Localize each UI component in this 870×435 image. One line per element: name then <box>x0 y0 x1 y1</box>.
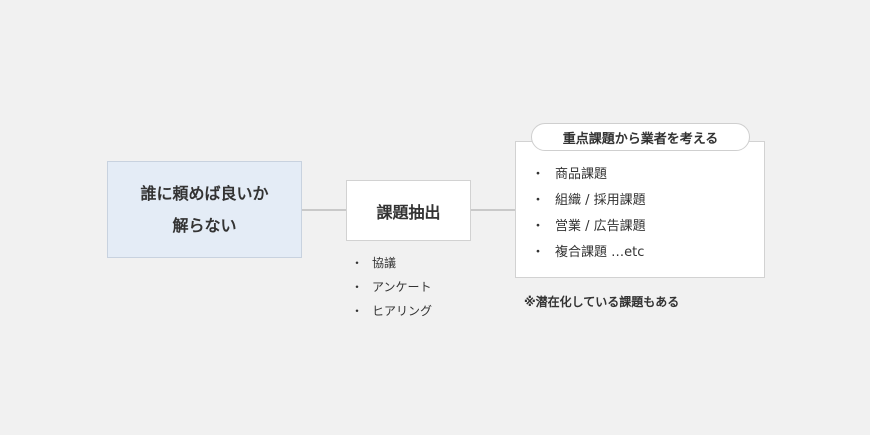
list-item: ・ アンケート <box>350 274 432 298</box>
bullet-dot: ・ <box>350 303 363 318</box>
bullet-dot: ・ <box>531 166 545 182</box>
list-item-label: 複合課題 …etc <box>555 244 645 260</box>
list-item: ・ 協議 <box>350 250 432 274</box>
question-line-2: 解らない <box>172 215 237 235</box>
bullet-dot: ・ <box>531 244 545 260</box>
connector-question-to-extract <box>302 209 346 211</box>
list-item-label: 協議 <box>372 255 397 270</box>
bullet-dot: ・ <box>531 218 545 234</box>
list-item-label: ヒアリング <box>372 303 433 318</box>
bullet-dot: ・ <box>350 279 363 294</box>
footnote: ※潜在化している課題もある <box>524 295 680 309</box>
bullet-dot: ・ <box>531 192 545 208</box>
extract-box: 課題抽出 <box>346 180 471 241</box>
list-item-label: アンケート <box>372 279 432 294</box>
focus-box <box>515 141 765 278</box>
list-item-label: 組織 / 採用課題 <box>555 192 646 208</box>
list-item: ・ 商品課題 <box>531 159 646 185</box>
list-item: ・ 営業 / 広告課題 <box>531 211 646 237</box>
focus-box-header-label: 重点課題から業者を考える <box>562 131 719 147</box>
list-item-label: 商品課題 <box>555 166 608 182</box>
extract-item-list: ・ 協議 ・ アンケート ・ ヒアリング <box>350 250 432 322</box>
list-item: ・ 複合課題 …etc <box>531 237 646 263</box>
list-item: ・ ヒアリング <box>350 298 432 322</box>
extract-box-label: 課題抽出 <box>376 202 441 222</box>
list-item: ・ 組織 / 採用課題 <box>531 185 646 211</box>
list-item-label: 営業 / 広告課題 <box>555 218 646 234</box>
connector-extract-to-focus <box>471 209 515 211</box>
bullet-dot: ・ <box>350 255 363 270</box>
question-line-1: 誰に頼めば良いか <box>140 183 269 203</box>
question-box: 誰に頼めば良いか 解らない <box>107 161 302 258</box>
focus-item-list: ・ 商品課題 ・ 組織 / 採用課題 ・ 営業 / 広告課題 ・ 複合課題 …e… <box>531 159 646 263</box>
focus-box-header: 重点課題から業者を考える <box>531 123 750 151</box>
